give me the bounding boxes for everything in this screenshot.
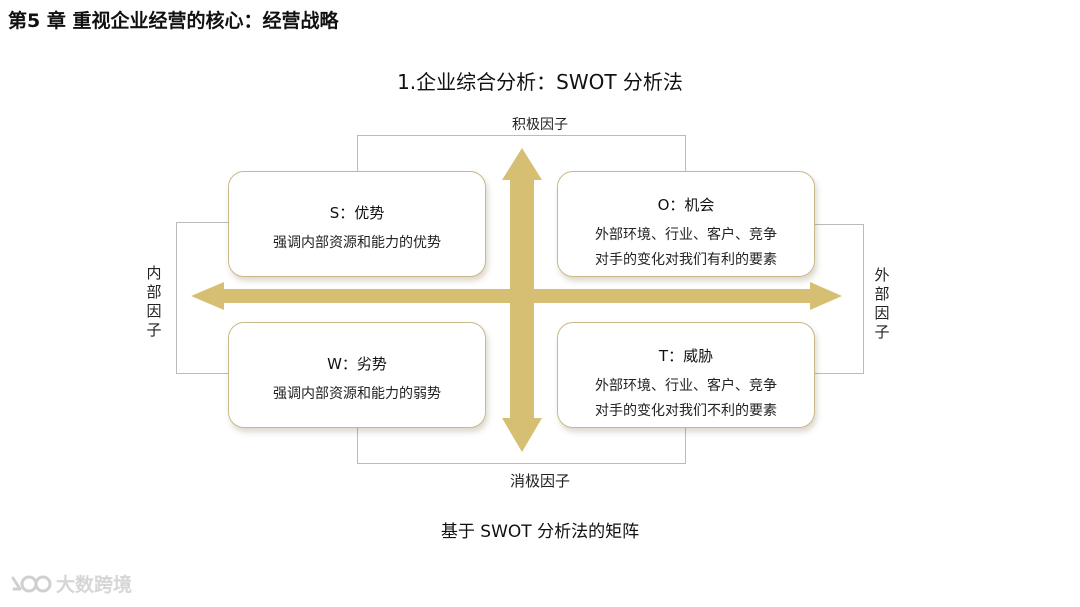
bracket-right	[813, 224, 864, 374]
figure-caption: 基于 SWOT 分析法的矩阵	[440, 522, 640, 542]
bracket-top	[357, 135, 686, 171]
factor-external-label: 外部因子	[874, 266, 890, 341]
factor-positive-label: 积极因子	[512, 117, 568, 133]
quadrant-text: 对手的变化对我们不利的要素	[595, 403, 777, 419]
bracket-bottom	[357, 428, 686, 464]
quadrant-opportunities: O：机会 外部环境、行业、客户、竞争 对手的变化对我们有利的要素	[557, 171, 815, 277]
watermark-text: 大数跨境	[56, 574, 133, 596]
quadrant-heading: W：劣势	[327, 355, 387, 373]
quadrant-threats: T：威胁 外部环境、行业、客户、竞争 对手的变化对我们不利的要素	[557, 322, 815, 428]
quadrant-weaknesses: W：劣势 强调内部资源和能力的弱势	[228, 322, 486, 428]
quadrant-heading: S：优势	[329, 204, 385, 222]
quadrant-strengths: S：优势 强调内部资源和能力的优势	[228, 171, 486, 277]
quadrant-text: 强调内部资源和能力的优势	[273, 235, 441, 251]
quadrant-heading: T：威胁	[658, 347, 714, 365]
quadrant-text: 外部环境、行业、客户、竞争	[595, 227, 777, 243]
quadrant-heading: O：机会	[657, 196, 715, 214]
quadrant-text: 外部环境、行业、客户、竞争	[595, 378, 777, 394]
bracket-left	[176, 222, 230, 374]
factor-negative-label: 消极因子	[509, 472, 570, 490]
quadrant-text: 对手的变化对我们有利的要素	[595, 252, 777, 268]
section-title: 1.企业综合分析：SWOT 分析法	[397, 70, 683, 94]
horizontal-double-arrow	[191, 282, 842, 310]
logo-icon	[11, 575, 52, 592]
watermark: 大数跨境	[10, 570, 132, 597]
chapter-title: 第5 章 重视企业经营的核心：经营战略	[8, 10, 339, 32]
factor-internal-label: 内部因子	[146, 264, 162, 339]
quadrant-text: 强调内部资源和能力的弱势	[273, 386, 441, 402]
